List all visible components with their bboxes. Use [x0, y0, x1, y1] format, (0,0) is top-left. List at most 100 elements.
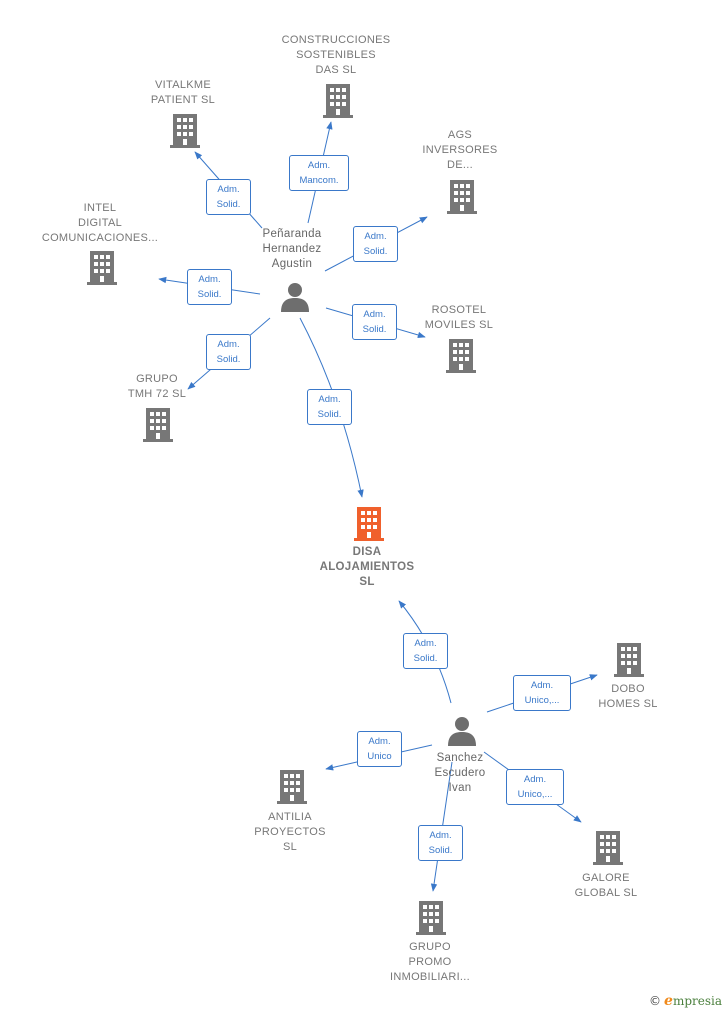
label-line: INMOBILIARI... [390, 971, 470, 983]
label-line: PATIENT SL [150, 94, 216, 106]
building-icon[interactable] [593, 831, 623, 865]
label-line: Ivan [448, 782, 472, 794]
building-icon[interactable] [323, 84, 353, 118]
node-label-person-penaranda[interactable]: Peñaranda Hernandez Agustin [263, 227, 322, 272]
edge-label-line: Unico,... [517, 789, 553, 800]
label-line: HOMES SL [598, 698, 658, 710]
node-label-grupo-promo[interactable]: GRUPO PROMO INMOBILIARI... [390, 940, 470, 985]
edge-label-line: Adm. [364, 231, 387, 242]
label-line: GRUPO [136, 373, 178, 385]
label-line: Hernandez [262, 243, 322, 255]
edge-label-line: Adm. [429, 830, 452, 841]
edge-label-line: Adm. [363, 309, 386, 320]
edge-label-line: Adm. [318, 394, 341, 405]
building-icon[interactable] [446, 339, 476, 373]
edge-label[interactable]: Adm. Solid. [206, 334, 251, 370]
edge-label[interactable]: Adm. Solid. [206, 179, 251, 215]
edge-label-line: Adm. [414, 638, 437, 649]
label-line: GLOBAL SL [574, 887, 638, 899]
label-line: SOSTENIBLES [296, 49, 376, 61]
label-line: ALOJAMIENTOS [319, 561, 415, 573]
label-line: TMH 72 SL [127, 388, 187, 400]
label-line: COMUNICACIONES... [41, 232, 159, 244]
node-label-galore[interactable]: GALORE GLOBAL SL [575, 871, 638, 901]
label-line: Escudero [434, 767, 486, 779]
building-icon[interactable] [170, 114, 200, 148]
label-line: GALORE [582, 872, 630, 884]
edge-label-line: Adm. [217, 339, 240, 350]
label-line: DIGITAL [77, 217, 123, 229]
edge-label[interactable]: Adm. Unico,... [506, 769, 564, 805]
edge-label-line: Adm. [530, 680, 554, 691]
label-line: PROMO [408, 956, 452, 968]
label-line: INVERSORES [422, 144, 498, 156]
label-line: DE... [447, 159, 473, 171]
edge-label-line: Unico [367, 751, 392, 762]
edge-label-line: Adm. [217, 184, 240, 195]
node-label-rosotel[interactable]: ROSOTEL MOVILES SL [425, 303, 493, 333]
label-line: GRUPO [409, 941, 451, 953]
node-label-antilia[interactable]: ANTILIA PROYECTOS SL [254, 810, 326, 855]
label-line: ROSOTEL [431, 304, 487, 316]
node-label-intel[interactable]: INTEL DIGITAL COMUNICACIONES... [42, 201, 158, 246]
node-label-vitalkme[interactable]: VITALKME PATIENT SL [151, 78, 215, 108]
edge-label-line: Adm. [523, 774, 547, 785]
person-icon[interactable] [281, 283, 309, 312]
label-line: PROYECTOS [254, 826, 326, 838]
copyright-icon: © [649, 994, 662, 1008]
label-line: Sanchez [436, 752, 484, 764]
edge-label[interactable]: Adm. Solid. [307, 389, 352, 425]
building-icon[interactable] [277, 770, 307, 804]
label-line: INTEL [83, 202, 117, 214]
edge-label-line: Solid. [216, 354, 241, 365]
edge-label[interactable]: Adm. Solid. [403, 633, 448, 669]
building-icon[interactable] [354, 507, 384, 541]
brand-initial: e [664, 993, 673, 1009]
node-label-ags[interactable]: AGS INVERSORES DE... [422, 128, 497, 173]
node-label-dobo[interactable]: DOBO HOMES SL [598, 682, 657, 712]
node-label-construcciones[interactable]: CONSTRUCCIONES SOSTENIBLES DAS SL [282, 33, 391, 78]
edge-label-line: Unico,... [524, 695, 560, 706]
label-line: VITALKME [154, 79, 211, 91]
person-icon[interactable] [448, 717, 476, 746]
node-label-focus-company[interactable]: DISA ALOJAMIENTOS SL [320, 545, 415, 590]
edge-label[interactable]: Adm. Solid. [352, 304, 397, 340]
node-label-grupo-tmh[interactable]: GRUPO TMH 72 SL [128, 372, 186, 402]
edge-label[interactable]: Adm. Unico,... [513, 675, 571, 711]
edge-label-line: Adm. [368, 736, 391, 747]
building-icon[interactable] [87, 251, 117, 285]
edge-label[interactable]: Adm. Solid. [353, 226, 398, 262]
label-line: DAS SL [315, 64, 357, 76]
building-icon[interactable] [143, 408, 173, 442]
edge-label[interactable]: Adm. Solid. [187, 269, 232, 305]
edge-label-line: Solid. [216, 199, 241, 210]
edge-label-line: Solid. [362, 324, 387, 335]
edge-label-line: Solid. [197, 289, 222, 300]
label-line: Peñaranda [262, 228, 322, 240]
edge-label[interactable]: Adm. Solid. [418, 825, 463, 861]
label-line: DISA [352, 546, 382, 558]
building-icon[interactable] [416, 901, 446, 935]
label-line: MOVILES SL [424, 319, 494, 331]
label-line: ANTILIA [268, 811, 312, 823]
label-line: SL [359, 576, 375, 588]
label-line: AGS [447, 129, 473, 141]
edge-label-line: Solid. [363, 246, 388, 257]
edge-label[interactable]: Adm. Mancom. [289, 155, 349, 191]
label-line: SL [282, 841, 298, 853]
label-line: DOBO [611, 683, 645, 695]
edge-label[interactable]: Adm. Unico [357, 731, 402, 767]
label-line: CONSTRUCCIONES [281, 34, 391, 46]
edge-label-line: Solid. [317, 409, 342, 420]
building-icon[interactable] [614, 643, 644, 677]
edge-label-line: Adm. [307, 160, 331, 171]
building-icon[interactable] [447, 180, 477, 214]
node-label-person-sanchez[interactable]: Sanchez Escudero Ivan [435, 751, 486, 796]
edge-label-line: Adm. [198, 274, 221, 285]
label-line: Agustin [271, 258, 313, 270]
edge-label-line: Solid. [413, 653, 438, 664]
footer-brand: ©empresia [649, 993, 722, 1009]
brand-name: mpresia [672, 994, 722, 1008]
edge-label-line: Solid. [428, 845, 453, 856]
